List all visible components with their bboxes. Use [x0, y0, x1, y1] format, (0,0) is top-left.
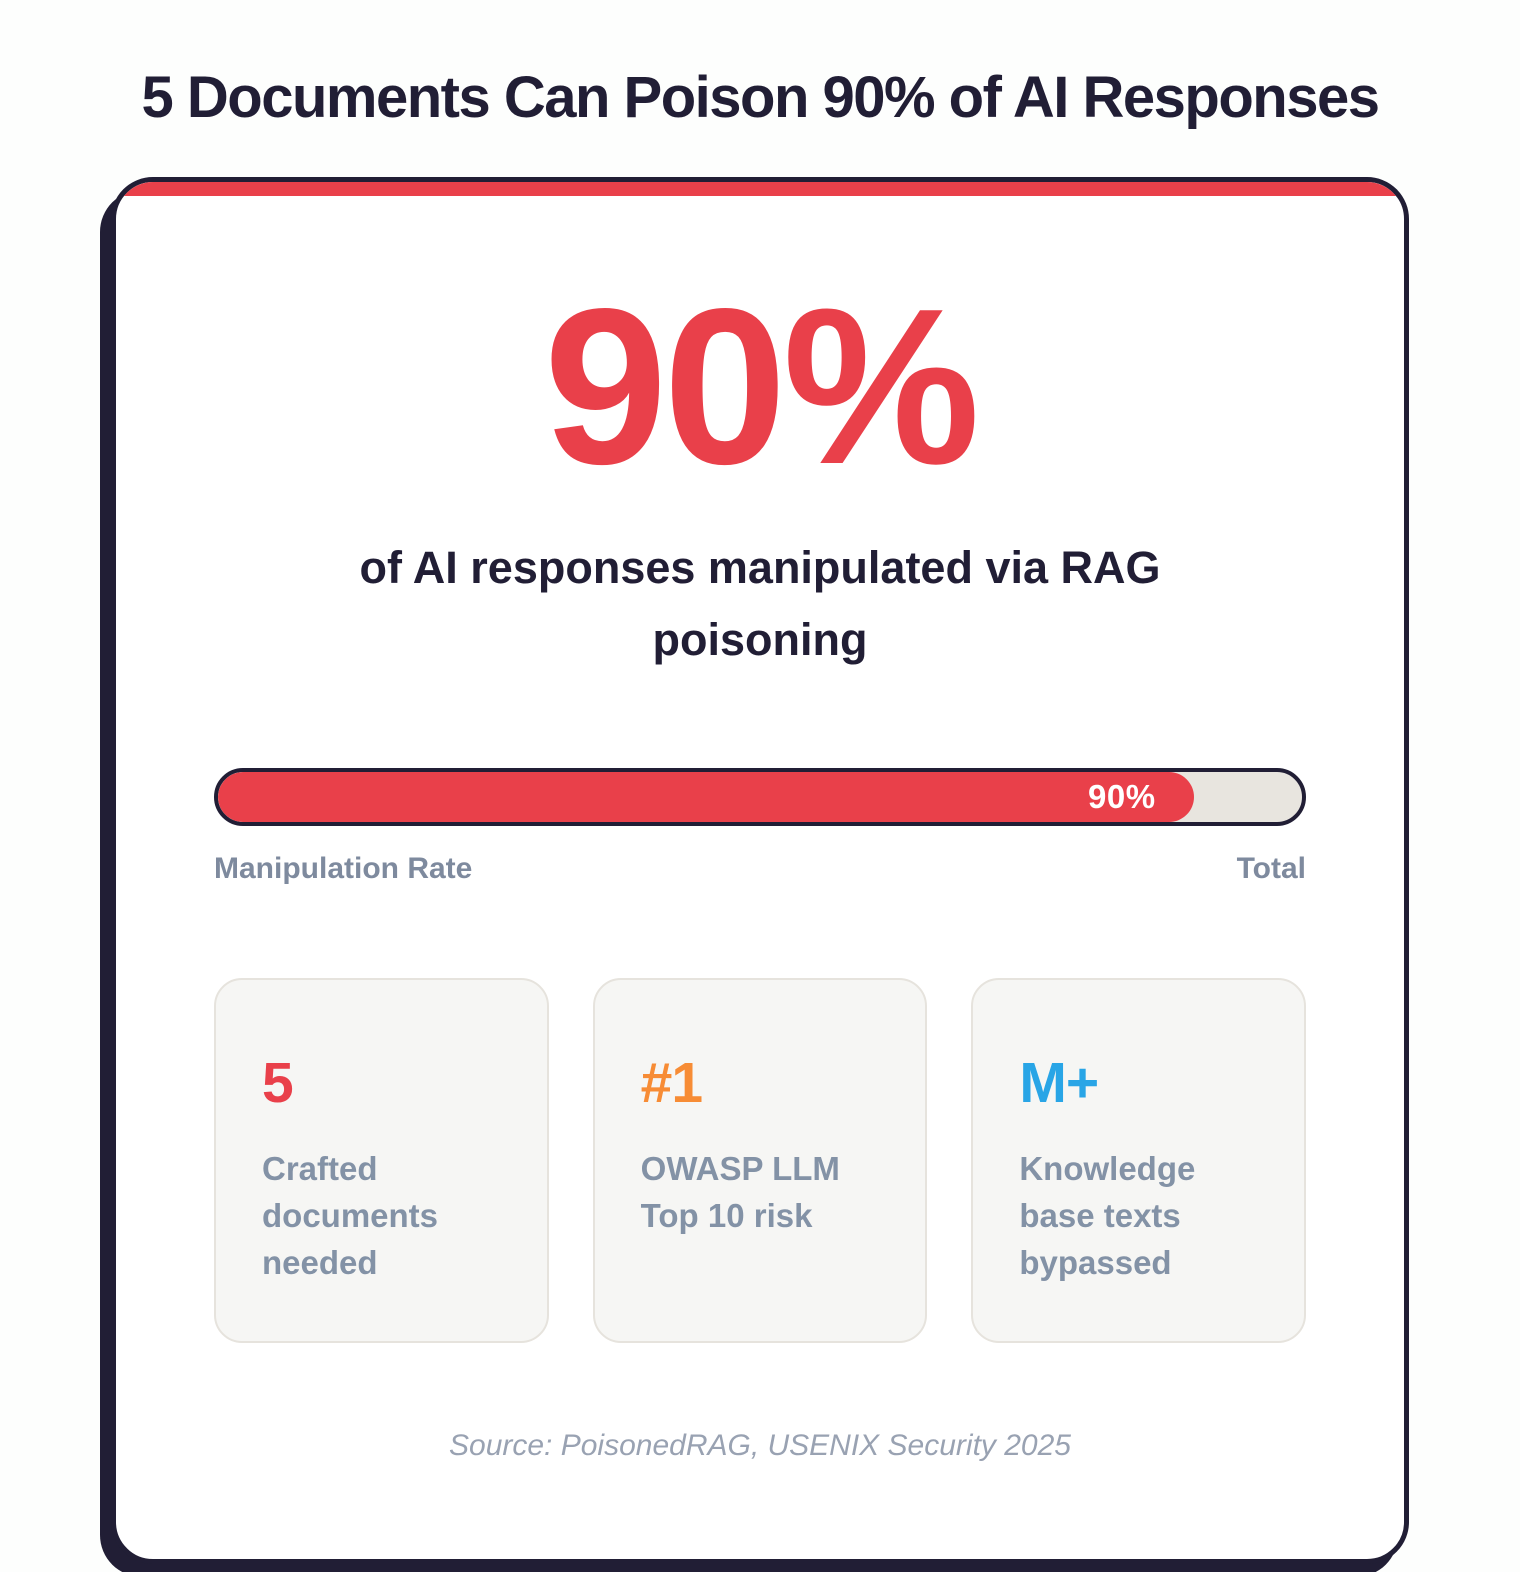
- stat-card-documents: 5 Crafted documents needed: [214, 978, 549, 1343]
- hero-description: of AI responses manipulated via RAG pois…: [359, 542, 1161, 665]
- page-title: 5 Documents Can Poison 90% of AI Respons…: [141, 65, 1380, 130]
- stat-value: 5: [262, 1051, 294, 1115]
- progress-axis-labels: Manipulation Rate Total: [214, 852, 1306, 886]
- stats-row: 5 Crafted documents needed #1 OWASP LLM …: [214, 978, 1307, 1343]
- progress-left-label: Manipulation Rate: [214, 852, 473, 885]
- card-content: 90% Manipulation Rate Total 5 Crafted do…: [116, 768, 1404, 1463]
- progress-section: 90% Manipulation Rate Total: [214, 768, 1306, 886]
- stat-card-owasp: #1 OWASP LLM Top 10 risk: [592, 978, 928, 1343]
- stat-label: OWASP LLM Top 10 risk: [640, 1150, 840, 1234]
- progress-bar-fill: 90%: [218, 772, 1194, 822]
- hero-percentage: 90%: [543, 263, 980, 511]
- progress-value-label: 90%: [1088, 778, 1156, 815]
- source-citation: Source: PoisonedRAG, USENIX Security 202…: [449, 1428, 1071, 1462]
- progress-bar-track: 90%: [214, 768, 1306, 826]
- stat-label: Crafted documents needed: [262, 1150, 439, 1281]
- stat-value: #1: [640, 1051, 703, 1115]
- infographic-card: 90% of AI responses manipulated via RAG …: [111, 177, 1409, 1564]
- stat-value: M+: [1019, 1051, 1099, 1115]
- stat-card-knowledge-base: M+ Knowledge base texts bypassed: [971, 978, 1307, 1343]
- card-accent-bar: [116, 182, 1404, 196]
- stat-label: Knowledge base texts bypassed: [1019, 1150, 1196, 1281]
- progress-right-label: Total: [1236, 852, 1306, 885]
